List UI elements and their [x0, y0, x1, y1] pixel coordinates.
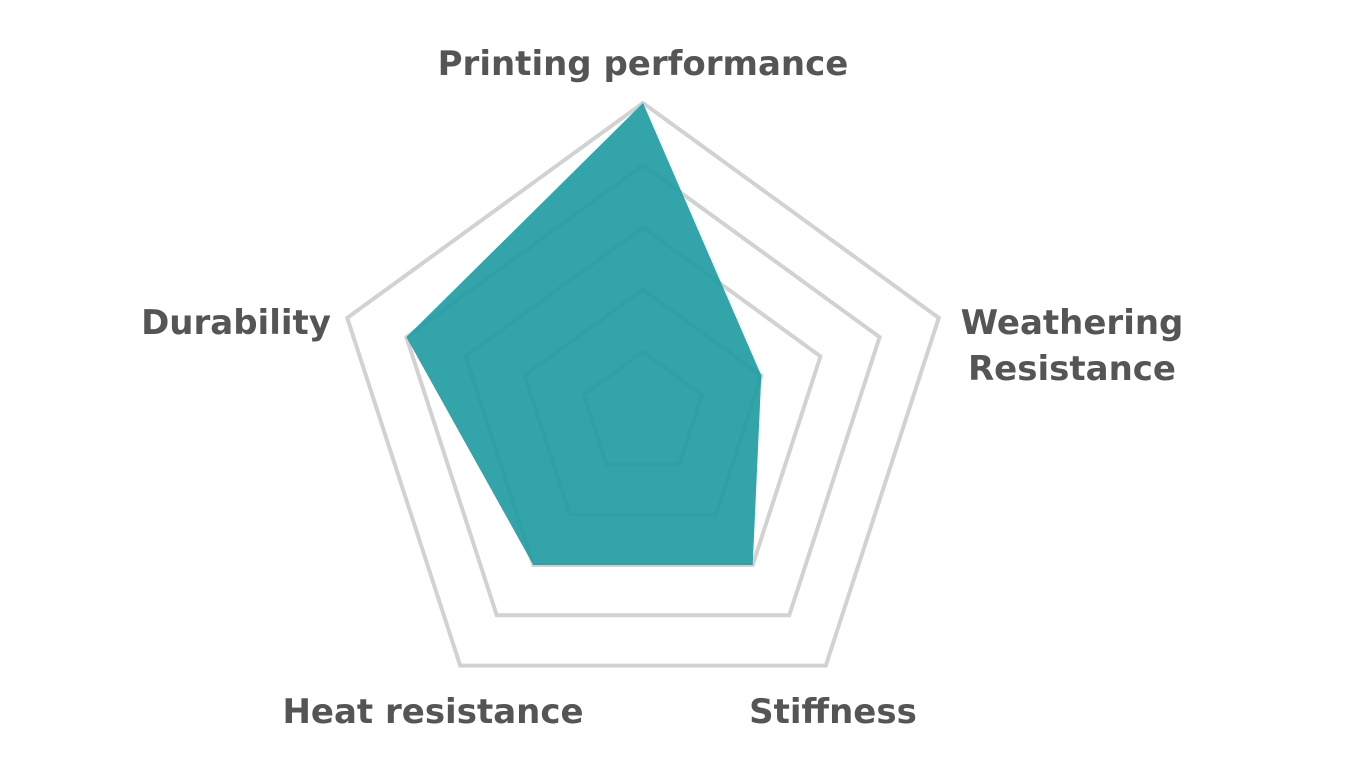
radar-series [406, 103, 762, 565]
series-area-0 [406, 103, 762, 565]
axis-label-4: Durability [141, 303, 331, 343]
axis-label-2: Stiffness [749, 692, 917, 732]
axis-label-3: Heat resistance [282, 692, 583, 732]
axis-label-0: Printing performance [438, 44, 849, 84]
grid-ring-5 [344, 100, 942, 668]
